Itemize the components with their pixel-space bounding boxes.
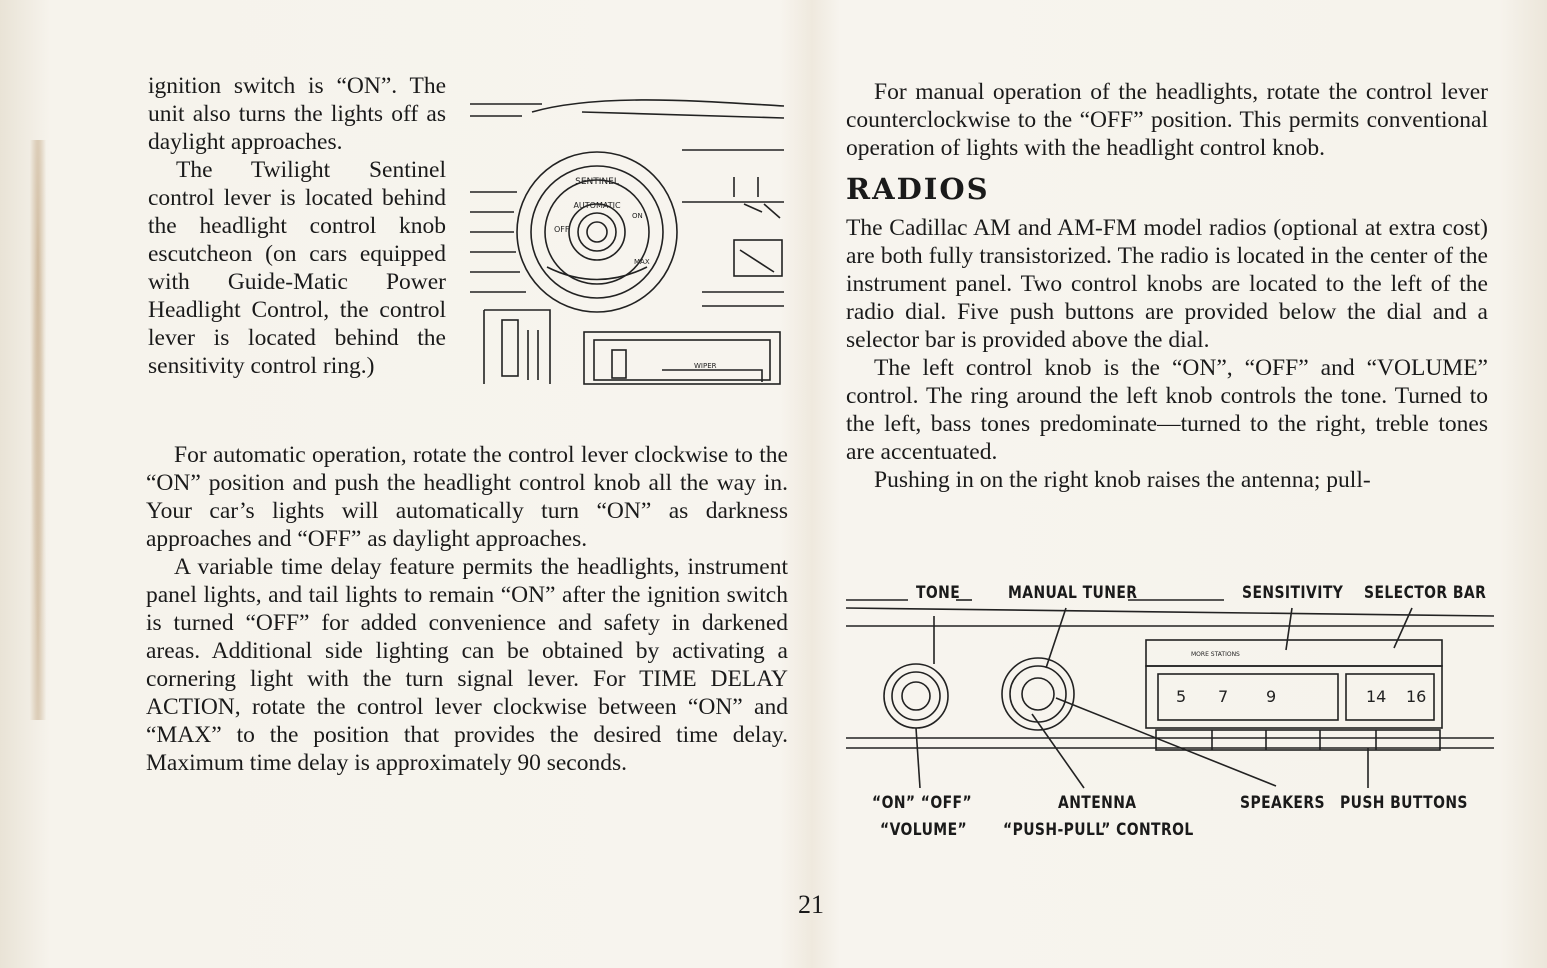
dial-number: 9 <box>1266 687 1276 706</box>
dial-number: 7 <box>1218 687 1228 706</box>
dial-number: 16 <box>1406 687 1426 706</box>
caption-volume: “VOLUME” <box>880 820 968 840</box>
age-stain <box>28 140 48 720</box>
caption-manual-tuner: MANUAL TUNER <box>1008 583 1138 603</box>
caption-antenna: ANTENNA <box>1058 793 1137 813</box>
paragraph: For automatic operation, rotate the cont… <box>146 442 788 552</box>
off-label: OFF <box>554 225 570 234</box>
right-column: For manual operation of the headlights, … <box>846 78 1488 494</box>
wiper-label: WIPER <box>694 362 717 370</box>
dial-number: 5 <box>1176 687 1186 706</box>
caption-speakers: SPEAKERS <box>1240 793 1325 813</box>
dial-sub-text: AUTOMATIC <box>573 201 621 210</box>
caption-on-off: “ON” “OFF” <box>872 793 973 813</box>
caption-sensitivity: SENSITIVITY <box>1242 583 1344 603</box>
left-column-bottom: For automatic operation, rotate the cont… <box>146 441 788 777</box>
radio-illustration: MORE STATIONS 5 7 9 14 16 <box>846 599 1495 789</box>
paragraph: The Twilight Sentinel control lever is l… <box>148 157 446 379</box>
dial-text: SENTINEL <box>575 177 619 187</box>
caption-push-pull: “PUSH-PULL” CONTROL <box>1003 820 1194 840</box>
caption-tone: TONE <box>916 583 961 603</box>
paragraph: The left control knob is the “ON”, “OFF”… <box>846 355 1488 465</box>
caption-push-buttons: PUSH BUTTONS <box>1340 793 1468 813</box>
dashboard-illustration: SENTINEL AUTOMATIC OFF ON MAX WIPER <box>470 99 785 385</box>
paragraph: Pushing in on the right knob raises the … <box>874 467 1371 493</box>
paragraph: A variable time delay feature permits th… <box>146 554 788 776</box>
on-label: ON <box>632 212 643 220</box>
page-number: 21 <box>798 890 824 919</box>
paragraph: The Cadillac AM and AM-FM model radios (… <box>846 215 1488 353</box>
left-column-top: ignition switch is “ON”. The unit also t… <box>148 72 446 380</box>
more-stations-label: MORE STATIONS <box>1191 651 1240 658</box>
paragraph: ignition switch is “ON”. The unit also t… <box>148 73 446 155</box>
max-label: MAX <box>634 258 650 266</box>
section-heading: RADIOS <box>846 172 990 206</box>
caption-selector-bar: SELECTOR BAR <box>1364 583 1487 603</box>
paragraph: For manual operation of the headlights, … <box>846 79 1488 161</box>
dial-number: 14 <box>1366 687 1386 706</box>
